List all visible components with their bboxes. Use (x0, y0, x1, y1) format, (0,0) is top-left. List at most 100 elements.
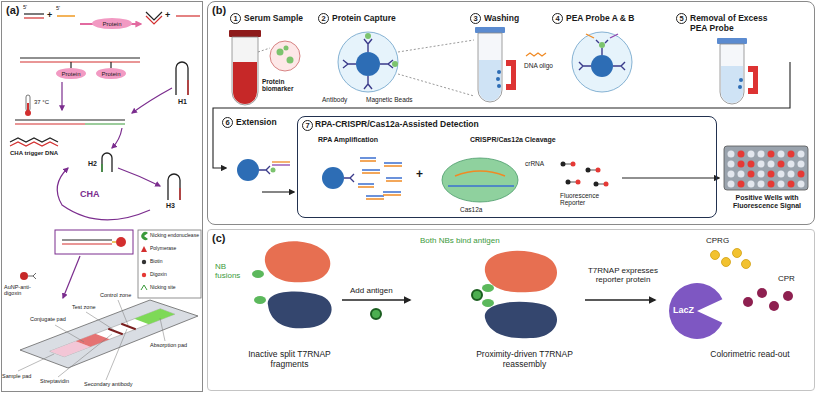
fluorescence-reporter (604, 182, 609, 187)
thermometer (26, 95, 30, 111)
legend-entry: Nicking site (150, 285, 200, 291)
well (748, 161, 755, 168)
wash-tube (720, 44, 744, 104)
probe-inset (55, 230, 133, 254)
wash-tube (721, 66, 743, 103)
trigger-duplex (10, 142, 58, 146)
rpa-bead (358, 161, 402, 199)
hairpin (176, 62, 188, 95)
enzyme-label: LacZ (673, 305, 694, 315)
extension-bead (272, 161, 290, 162)
antigen (371, 309, 381, 319)
reassembled-polymerase (482, 299, 494, 307)
well (748, 181, 755, 188)
thermometer (25, 95, 31, 116)
step-marker: 6Extension (222, 117, 277, 128)
part-name: Protein biomarker (262, 78, 314, 93)
blood-tube (270, 41, 300, 71)
substrate-dots (711, 251, 720, 260)
well (748, 151, 755, 158)
product-dots (743, 297, 753, 307)
step-note: Add antigen (350, 286, 393, 295)
panel-frame: ProteinProteinProtein(a) (1, 1, 203, 392)
step-title: Serum Sample (244, 13, 303, 23)
split-polymerase (268, 291, 332, 328)
plus-sign: + (47, 10, 52, 20)
part-name: Antibody (322, 96, 347, 103)
well (768, 151, 775, 158)
protein-complex (20, 61, 140, 62)
part-name: Magnetic Beads (366, 96, 413, 103)
magnet-tube (497, 70, 501, 74)
gold-nanoparticle (20, 272, 28, 280)
well (798, 151, 805, 158)
well (738, 151, 745, 158)
step-number-circle: 7 (302, 120, 313, 131)
hairpin-name: H2 (88, 160, 97, 168)
strand-end: 5' (23, 4, 27, 10)
dna-strands (146, 16, 162, 24)
well (728, 151, 735, 158)
rpa-bead (322, 158, 402, 199)
fluorescence-reporter (586, 168, 591, 173)
step-title: Extension (236, 117, 277, 127)
magnet-tube (526, 53, 546, 56)
cha-arrow (61, 82, 62, 110)
capture-zoom (392, 61, 398, 67)
probe-zoom (599, 42, 605, 48)
part-name: CHA trigger DNA (10, 150, 58, 157)
well (758, 161, 765, 168)
process-arrow (342, 299, 655, 300)
well (778, 171, 785, 178)
well (758, 151, 765, 158)
well (728, 171, 735, 178)
lateral-flow-strip (134, 309, 174, 324)
step-marker: 4PEA Probe A & B (552, 13, 634, 24)
well (738, 181, 745, 188)
capture-zoom (398, 40, 474, 96)
panel-label: (b) (212, 4, 226, 16)
panel-label: (c) (212, 232, 225, 244)
part-name: Test zone (72, 304, 96, 310)
legend-entry: Polymerase (150, 246, 200, 252)
product-dots (757, 288, 767, 298)
step-note: Both NBs bind antigen (420, 236, 500, 245)
step-note: T7RNAP expresses reporter protein (576, 266, 670, 284)
probe-zoom (586, 34, 594, 38)
leader-line (118, 300, 128, 325)
leader-line (18, 300, 165, 380)
hairpin (102, 153, 112, 172)
product-dots (783, 291, 793, 301)
cha-arrow (132, 88, 172, 113)
hairpin (102, 62, 188, 200)
product-dots (769, 301, 779, 311)
well-plate (724, 146, 808, 190)
part-name: Control zone (100, 292, 131, 298)
wash-tube (739, 78, 743, 82)
magnet-tube (475, 27, 505, 33)
hairpin (187, 80, 188, 95)
part-name: Sample pad (2, 373, 31, 379)
step-title: PEA Probe A & B (566, 13, 634, 23)
probe-zoom (591, 55, 613, 77)
well (758, 171, 765, 178)
well (728, 161, 735, 168)
reassembled-polymerase (482, 284, 494, 292)
blood-tube (284, 46, 289, 51)
fluorescence-reporter (561, 162, 566, 167)
step-marker: 5Removal of Excess PEA Probe (676, 13, 784, 33)
substrate-dots (742, 260, 751, 269)
fluorescence-reporter (563, 164, 606, 184)
reassembled-polymerase (472, 290, 482, 300)
well (728, 181, 735, 188)
trigger-duplex (15, 123, 85, 124)
step-number: 2 (318, 13, 329, 24)
leader-line (86, 312, 114, 330)
part-name: CPRG (706, 236, 729, 245)
fluorescence-reporter (576, 180, 581, 185)
hairpin-name: H1 (178, 98, 187, 106)
step-number: 5 (676, 13, 687, 24)
dna-strands (24, 13, 44, 14)
dna-strands (176, 15, 200, 16)
hairpin-name: H3 (166, 202, 175, 210)
